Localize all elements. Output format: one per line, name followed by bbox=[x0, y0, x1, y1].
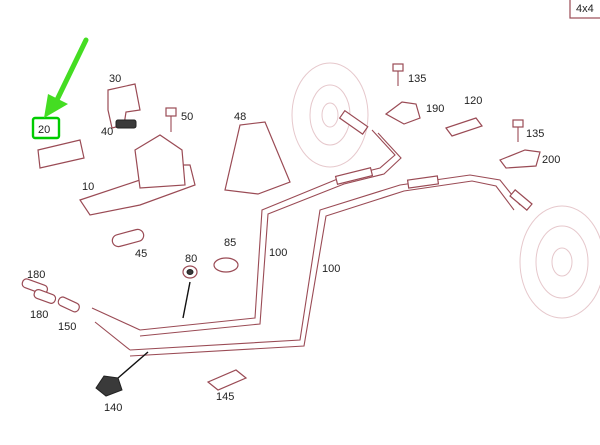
part-140-grommet bbox=[95, 375, 123, 397]
corner-label: 4x4 bbox=[569, 0, 600, 19]
part-150-connector bbox=[57, 296, 80, 313]
callout-50: 50 bbox=[181, 111, 193, 123]
cable-sheath-left bbox=[334, 167, 374, 185]
part-145-cable-tie bbox=[206, 369, 248, 391]
callout-40: 40 bbox=[101, 126, 113, 138]
cable-end-left bbox=[338, 109, 369, 135]
callout-180-bottom: 180 bbox=[30, 309, 48, 321]
callout-200: 200 bbox=[542, 154, 560, 166]
callout-190: 190 bbox=[426, 103, 444, 115]
callout-80: 80 bbox=[185, 253, 197, 265]
part-45-sleeve bbox=[111, 228, 145, 248]
callout-85: 85 bbox=[224, 237, 236, 249]
part-135-bolt-a bbox=[392, 63, 404, 86]
callout-10: 10 bbox=[82, 181, 94, 193]
callout-135-b: 135 bbox=[526, 128, 544, 140]
callout-135-a: 135 bbox=[408, 73, 426, 85]
part-30-clip bbox=[107, 83, 141, 129]
corner-label-text: 4x4 bbox=[576, 3, 594, 15]
lever-bracket bbox=[134, 134, 186, 189]
part-40-clip-insert bbox=[115, 119, 137, 129]
part-50-bolt bbox=[165, 107, 177, 132]
front-brake-disc bbox=[291, 62, 369, 168]
rear-brake-drum bbox=[519, 205, 600, 319]
callout-120: 120 bbox=[464, 95, 482, 107]
callout-48: 48 bbox=[234, 111, 246, 123]
part-120-clamp bbox=[445, 117, 483, 137]
part-80-grommet bbox=[182, 265, 198, 279]
part-20-grip-cover bbox=[37, 139, 85, 169]
callout-30: 30 bbox=[109, 73, 121, 85]
part-190-bracket bbox=[384, 101, 421, 125]
pointer-80 bbox=[182, 281, 191, 319]
threaded-end-right bbox=[94, 321, 131, 351]
callout-140: 140 bbox=[104, 402, 122, 414]
threaded-end-left bbox=[91, 307, 141, 331]
callout-145: 145 bbox=[216, 391, 234, 403]
callout-180-top: 180 bbox=[27, 269, 45, 281]
callout-20: 20 bbox=[38, 124, 50, 136]
part-135-bolt-b bbox=[512, 119, 524, 142]
pointer-140 bbox=[117, 351, 149, 379]
part-48-gear-boot bbox=[224, 121, 291, 195]
callout-100-right: 100 bbox=[322, 263, 340, 275]
cable-end-right bbox=[509, 189, 533, 211]
part-200-bracket bbox=[499, 149, 541, 169]
callout-45: 45 bbox=[135, 248, 147, 260]
cable-sheath-right bbox=[406, 175, 440, 189]
highlight-box bbox=[31, 116, 61, 140]
part-85-clamp bbox=[213, 257, 239, 273]
callout-labels: 20 30 40 50 48 10 45 80 85 100 100 135 1… bbox=[27, 73, 560, 414]
callout-100-left: 100 bbox=[269, 247, 287, 259]
highlight-arrow bbox=[44, 37, 89, 118]
callout-150: 150 bbox=[58, 321, 76, 333]
brake-cable-right bbox=[129, 174, 521, 357]
part-180-cable-end-b bbox=[33, 289, 57, 304]
